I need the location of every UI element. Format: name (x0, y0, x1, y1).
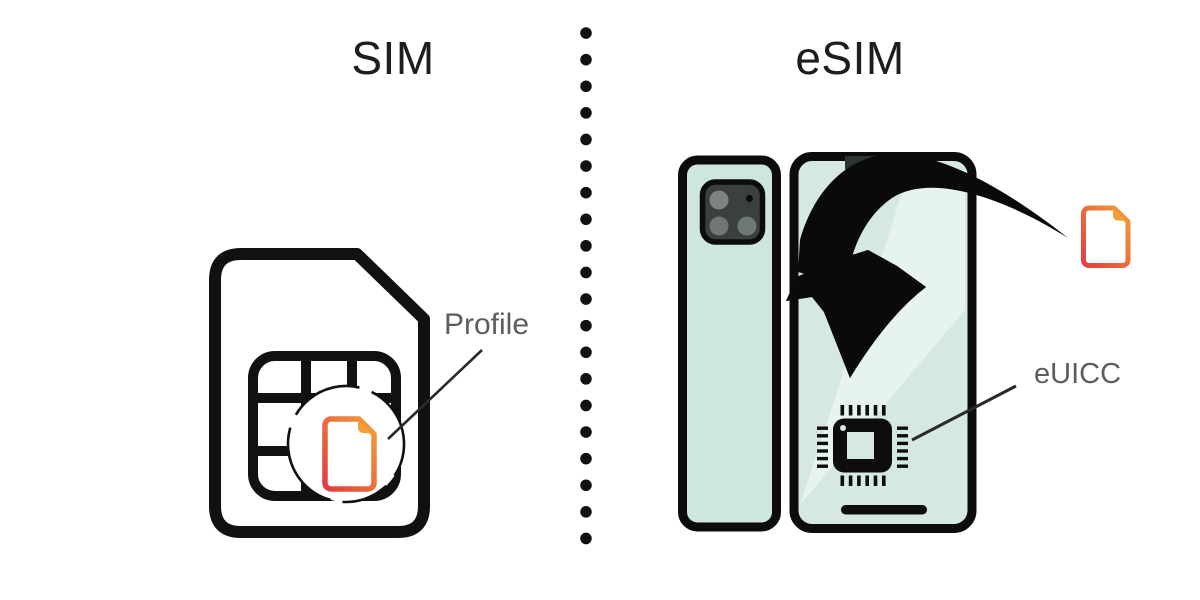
phone-back-icon (678, 155, 781, 532)
sim-title: SIM (351, 32, 435, 84)
download-arrow-icon (786, 153, 1068, 378)
sim-card-icon (209, 248, 483, 538)
home-indicator-bar (841, 505, 927, 515)
euicc-label: eUICC (1034, 358, 1122, 390)
profile-label: Profile (444, 308, 530, 341)
profile-pointer-line (387, 349, 483, 440)
profile-document-icon (322, 416, 377, 492)
esim-profile-document-icon (1081, 205, 1131, 268)
camera-module-icon (699, 179, 766, 245)
esim-title: eSIM (795, 32, 905, 84)
euicc-pointer-line (911, 384, 1017, 442)
euicc-chip-icon (817, 405, 908, 486)
